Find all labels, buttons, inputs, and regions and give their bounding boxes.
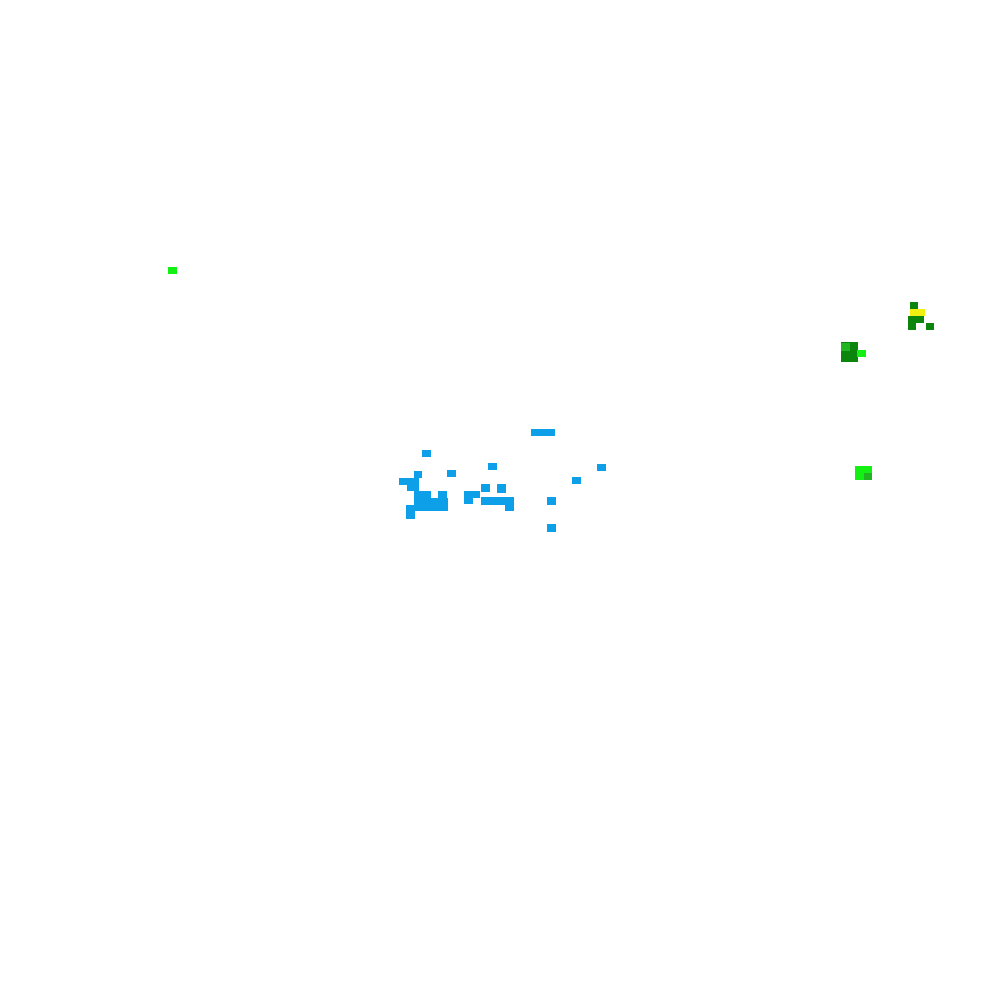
vegetation-pixel	[908, 316, 924, 323]
water-pixel	[414, 471, 422, 478]
vegetation-pixel	[908, 323, 916, 330]
vegetation-patches	[168, 267, 934, 480]
vegetation-pixel	[857, 350, 866, 357]
vegetation-pixel	[841, 343, 850, 351]
water-pixel	[597, 464, 606, 471]
water-pixel	[481, 484, 490, 492]
water-pixel	[497, 484, 506, 493]
water-pixel	[505, 497, 514, 511]
vegetation-pixel	[926, 323, 934, 330]
water-pixel	[406, 505, 415, 519]
vegetation-pixel	[864, 473, 872, 480]
water-pixel	[547, 524, 556, 532]
water-cluster	[399, 429, 606, 532]
water-pixel	[547, 497, 556, 505]
water-pixel	[481, 497, 505, 505]
water-pixel	[572, 477, 581, 484]
water-pixel	[531, 429, 555, 436]
water-pixel	[447, 470, 456, 477]
water-pixel	[471, 491, 480, 498]
vegetation-pixel	[910, 302, 918, 309]
water-pixel	[414, 491, 431, 500]
water-pixel	[407, 478, 419, 491]
water-pixel	[399, 478, 408, 485]
water-pixel	[488, 463, 497, 470]
water-pixel	[422, 450, 431, 457]
vegetation-pixel	[910, 309, 925, 316]
water-pixel	[438, 491, 447, 500]
vegetation-pixel	[168, 267, 177, 274]
water-pixel	[464, 491, 473, 504]
water-pixel	[414, 498, 448, 511]
